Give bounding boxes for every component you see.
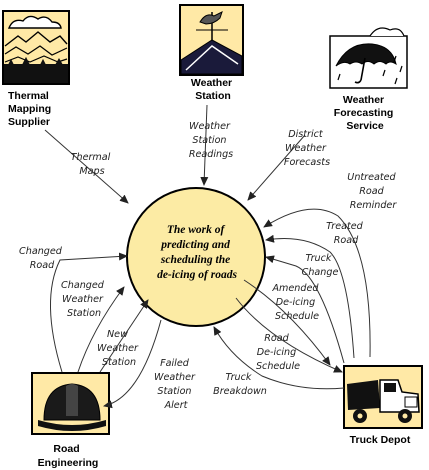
arrow-failed-alert	[103, 319, 162, 409]
flow-labels: Thermal Maps Weather Station Readings Di…	[19, 121, 398, 411]
arrow-road-schedule	[235, 297, 343, 373]
arrow-treated-road	[265, 234, 355, 359]
arrow-amended-schedule	[243, 279, 331, 366]
thermal-mapping-supplier-label: Thermal Mapping Supplier	[8, 90, 54, 128]
weather-station-label: Weather Station	[191, 77, 235, 102]
flow-label-untreated-road: Untreated Road Reminder	[347, 172, 398, 211]
truck-icon	[343, 365, 423, 429]
flow-label-amended-schedule: Amended De-icing Schedule	[271, 283, 321, 322]
arrow-district-forecasts	[247, 134, 306, 201]
flow-label-changed-station: Changed Weather Station	[61, 280, 107, 319]
umbrella-rain-icon	[329, 27, 408, 89]
arrow-station-readings	[200, 104, 209, 186]
arrow-changed-road	[49, 252, 128, 373]
flow-label-truck-change: Truck Change	[302, 253, 339, 278]
flow-label-new-station: New Weather Station	[97, 329, 141, 368]
flow-label-thermal-maps: Thermal Maps	[71, 152, 114, 177]
weather-forecasting-service-label: Weather Forecasting Service	[334, 94, 396, 132]
arrow-truck-change	[265, 255, 345, 364]
arrow-truck-breakdown	[213, 326, 345, 390]
flow-label-changed-road: Changed Road	[19, 246, 65, 271]
flow-label-treated-road: Treated Road	[326, 221, 366, 246]
truck-depot-label: Truck Depot	[350, 434, 411, 446]
landscape-icon	[2, 10, 70, 85]
hard-hat-icon	[31, 372, 110, 435]
flow-label-failed-alert: Failed Weather Station Alert	[154, 358, 198, 411]
flow-label-road-schedule: Road De-icing Schedule	[256, 333, 300, 372]
flow-label-station-readings: Weather Station Readings	[189, 121, 233, 160]
center-process-label: The work of predicting and scheduling th…	[157, 224, 237, 281]
arrow-changed-station	[77, 286, 125, 373]
arrow-untreated-road	[263, 208, 371, 358]
flow-arrows	[44, 104, 371, 409]
weathervane-icon	[179, 4, 244, 76]
arrow-new-station	[99, 299, 149, 373]
road-engineering-label: Road Engineering	[38, 443, 99, 469]
flow-label-truck-breakdown: Truck Breakdown	[213, 372, 267, 397]
arrow-thermal-maps	[44, 129, 129, 204]
flow-label-district-forecasts: District Weather Forecasts	[284, 129, 330, 168]
